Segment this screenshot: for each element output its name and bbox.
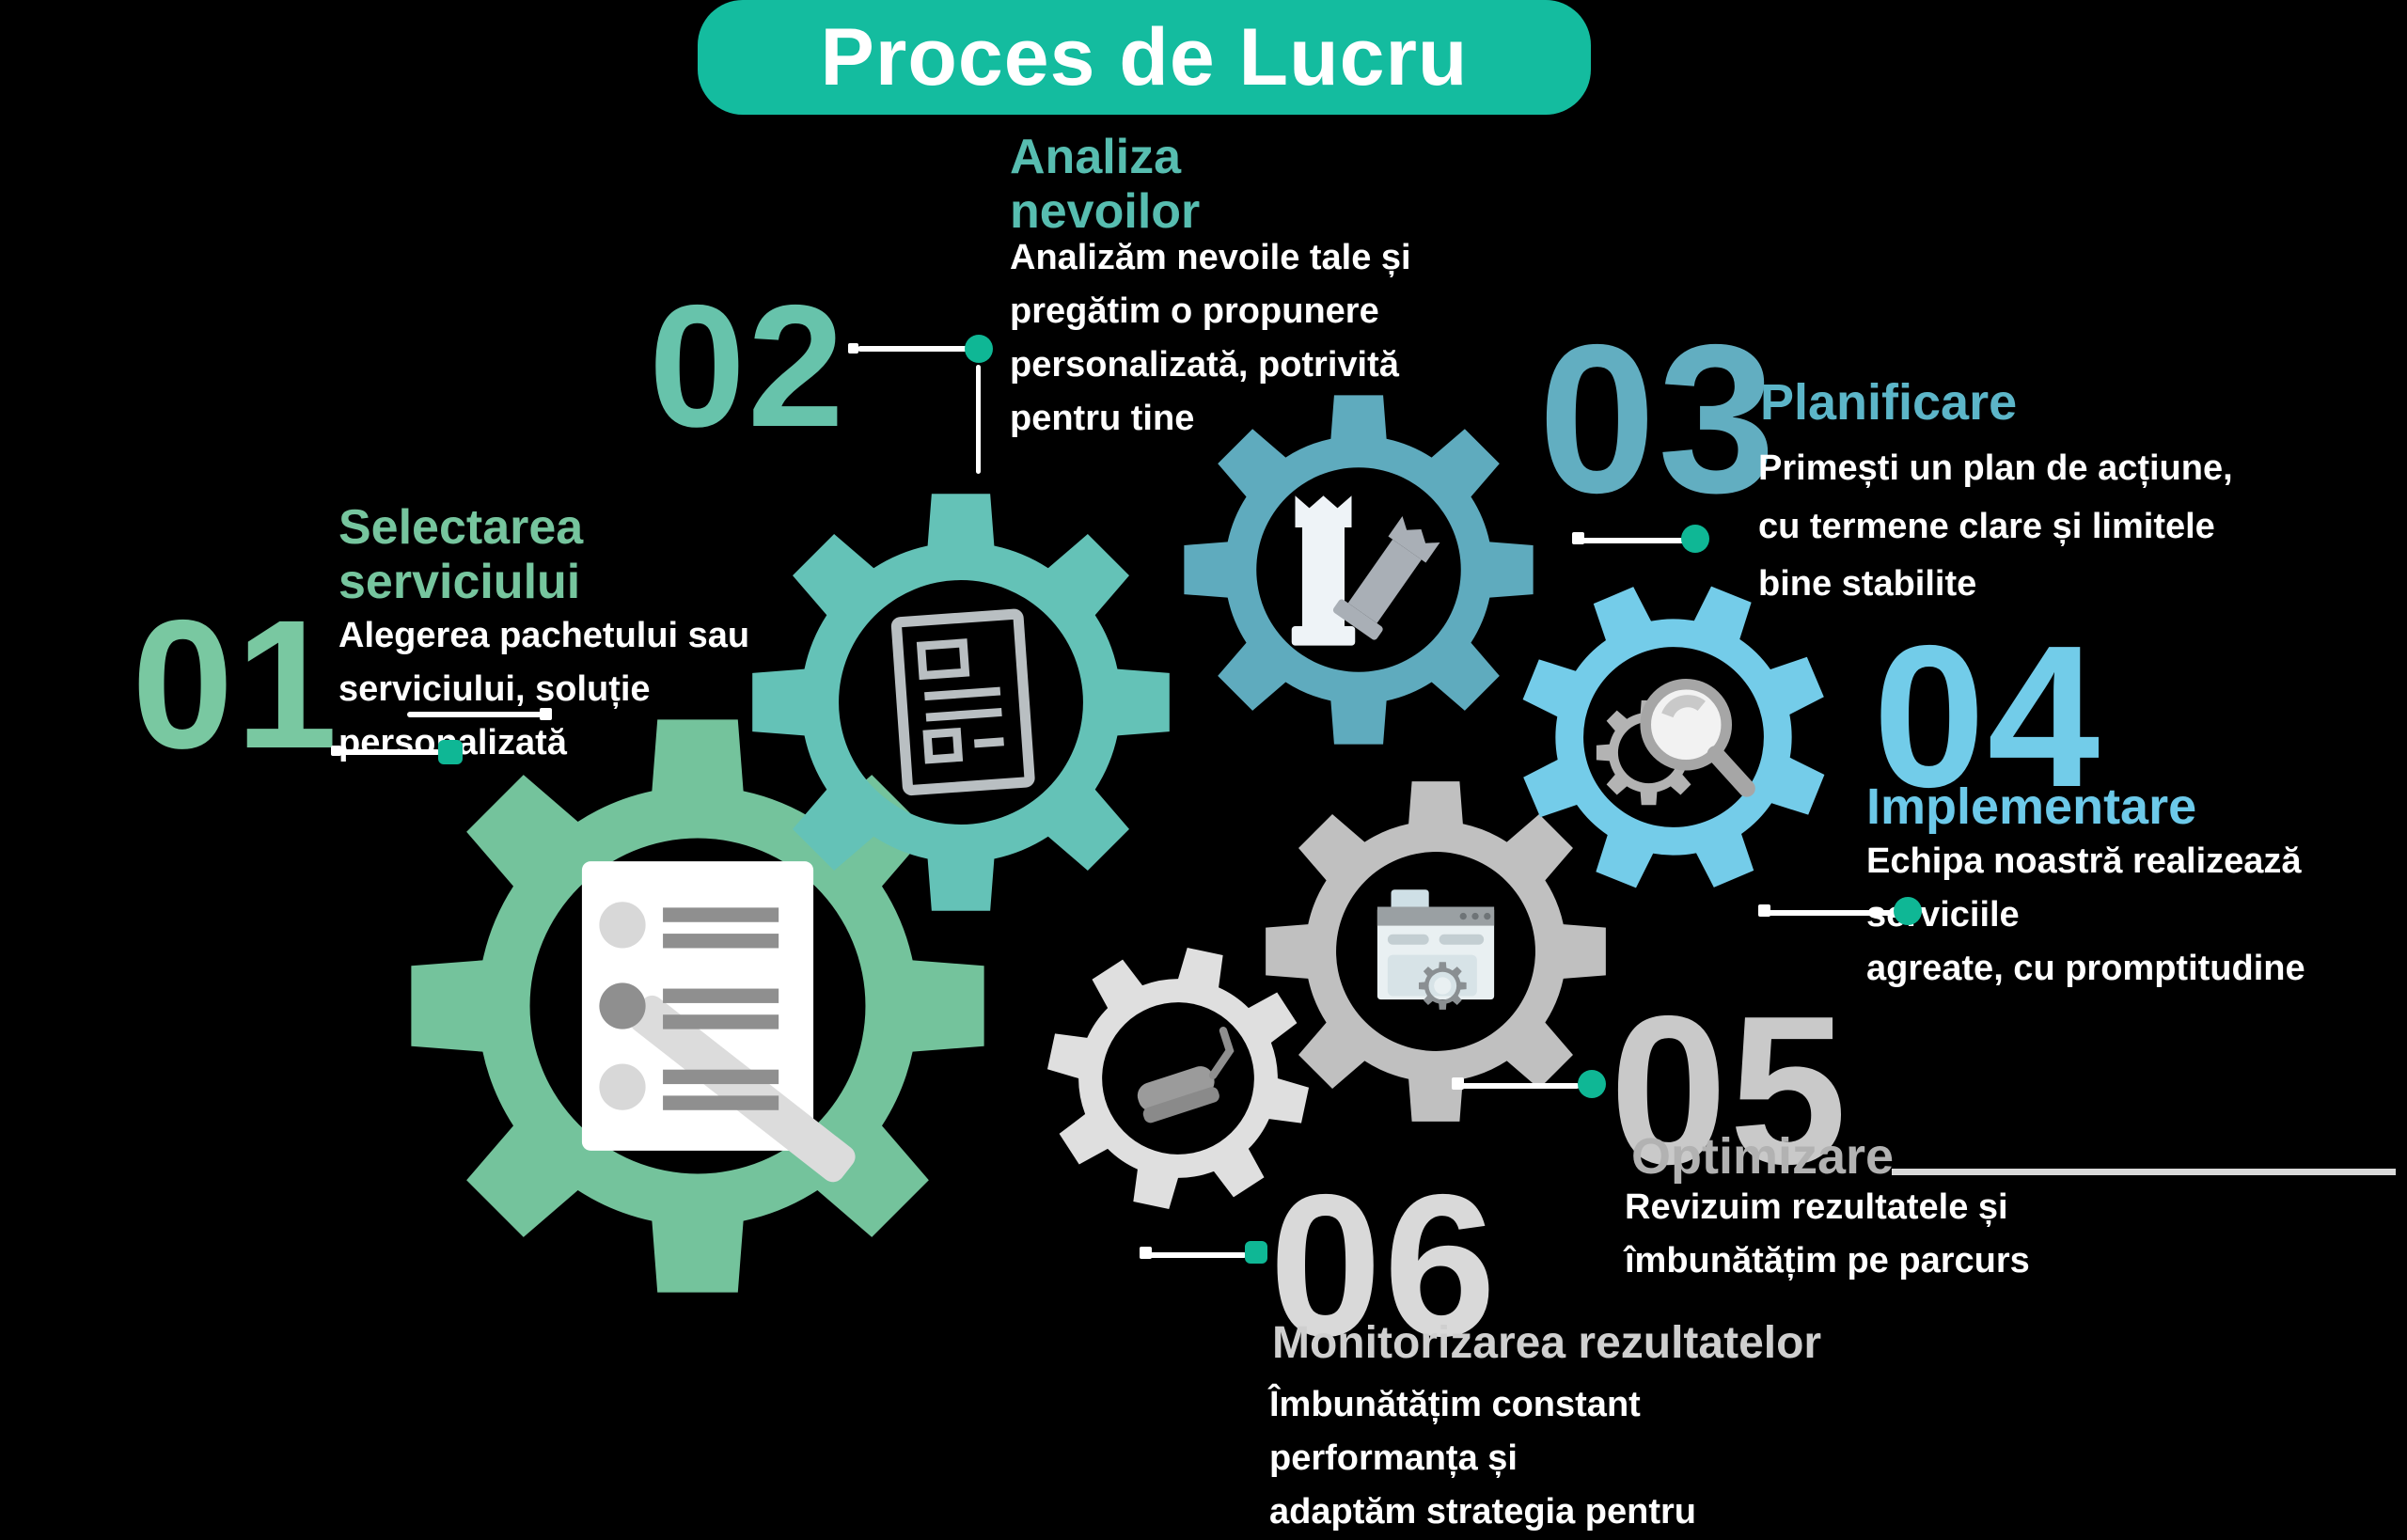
step-05-heading: Optimizare (1631, 1128, 1895, 1185)
step-06-connector-line (1149, 1252, 1247, 1258)
blueprint-document-icon (890, 608, 1035, 796)
step-01-tick-square (540, 708, 552, 720)
step-03-description: Primești un plan de acțiune, cu termene … (1758, 448, 2233, 605)
step-03-connector-line (1581, 538, 1687, 543)
step-04-connector-line (1768, 910, 1901, 916)
step-05-connector-line (1461, 1083, 1580, 1089)
gear-step-04 (1472, 536, 1875, 938)
step-05-connector-marker (1578, 1070, 1606, 1098)
step-05-divider-line (1892, 1169, 2396, 1175)
gear-magnifier-icon (1596, 678, 1755, 806)
step-01-number: 01 (132, 582, 339, 787)
step-03-connector-marker (1681, 525, 1709, 553)
step-02-heading: Analiza nevoilor (1010, 130, 1201, 240)
step-01-tick-line (407, 712, 548, 717)
step-03-connector-tick (1572, 532, 1584, 544)
chess-strategy-icon (1291, 495, 1440, 646)
step-05-connector-tick (1452, 1077, 1464, 1090)
step-02-connector-tick (848, 343, 858, 354)
step-06-number: 06 (1269, 1152, 1499, 1378)
step-04-heading: Implementare (1866, 778, 2197, 835)
step-04-number: 04 (1873, 603, 2102, 829)
step-05-number: 05 (1610, 971, 1849, 1208)
gear-step-06 (1024, 924, 1332, 1233)
step-01-connector-tick (331, 746, 341, 756)
browser-settings-icon (1377, 889, 1495, 1010)
step-02-connector-drop (976, 365, 981, 474)
page-title: Proces de Lucru (820, 11, 1469, 102)
title-banner: Proces de Lucru (698, 0, 1591, 115)
step-01-connector-marker (438, 740, 463, 764)
paint-roller-icon (1137, 1027, 1235, 1124)
checklist-document-icon (581, 861, 856, 1183)
gear-step-02 (752, 494, 1170, 911)
step-04-connector-tick (1758, 904, 1770, 917)
gear-step-01 (411, 719, 984, 1293)
step-06-description: Îmbunătățim constant performanța și adap… (1269, 1385, 1696, 1532)
step-05-description: Revizuim rezultatele și îmbunătățim pe p… (1625, 1187, 2030, 1281)
step-02-connector-line (857, 346, 968, 352)
step-04-connector-marker (1894, 897, 1922, 925)
gear-step-03 (1184, 395, 1534, 745)
step-06-connector-marker (1245, 1241, 1267, 1264)
step-01-description: Alegerea pachetului sau serviciului, sol… (338, 616, 750, 762)
step-04-description: Echipa noastră realizează serviciile agr… (1866, 841, 2305, 988)
step-01-connector-line (341, 749, 440, 755)
step-06-connector-tick (1140, 1247, 1152, 1259)
gear-step-05 (1266, 781, 1606, 1122)
step-01-heading: Selectarea serviciului (338, 500, 584, 610)
step-02-description: Analizăm nevoile tale și pregătim o prop… (1010, 238, 1411, 438)
step-03-number: 03 (1538, 300, 1778, 537)
step-03-heading: Planificare (1760, 374, 2018, 431)
step-02-number: 02 (649, 270, 846, 464)
step-02-connector-marker (965, 335, 993, 363)
step-06-heading: Monitorizarea rezultatelor (1272, 1318, 1822, 1368)
